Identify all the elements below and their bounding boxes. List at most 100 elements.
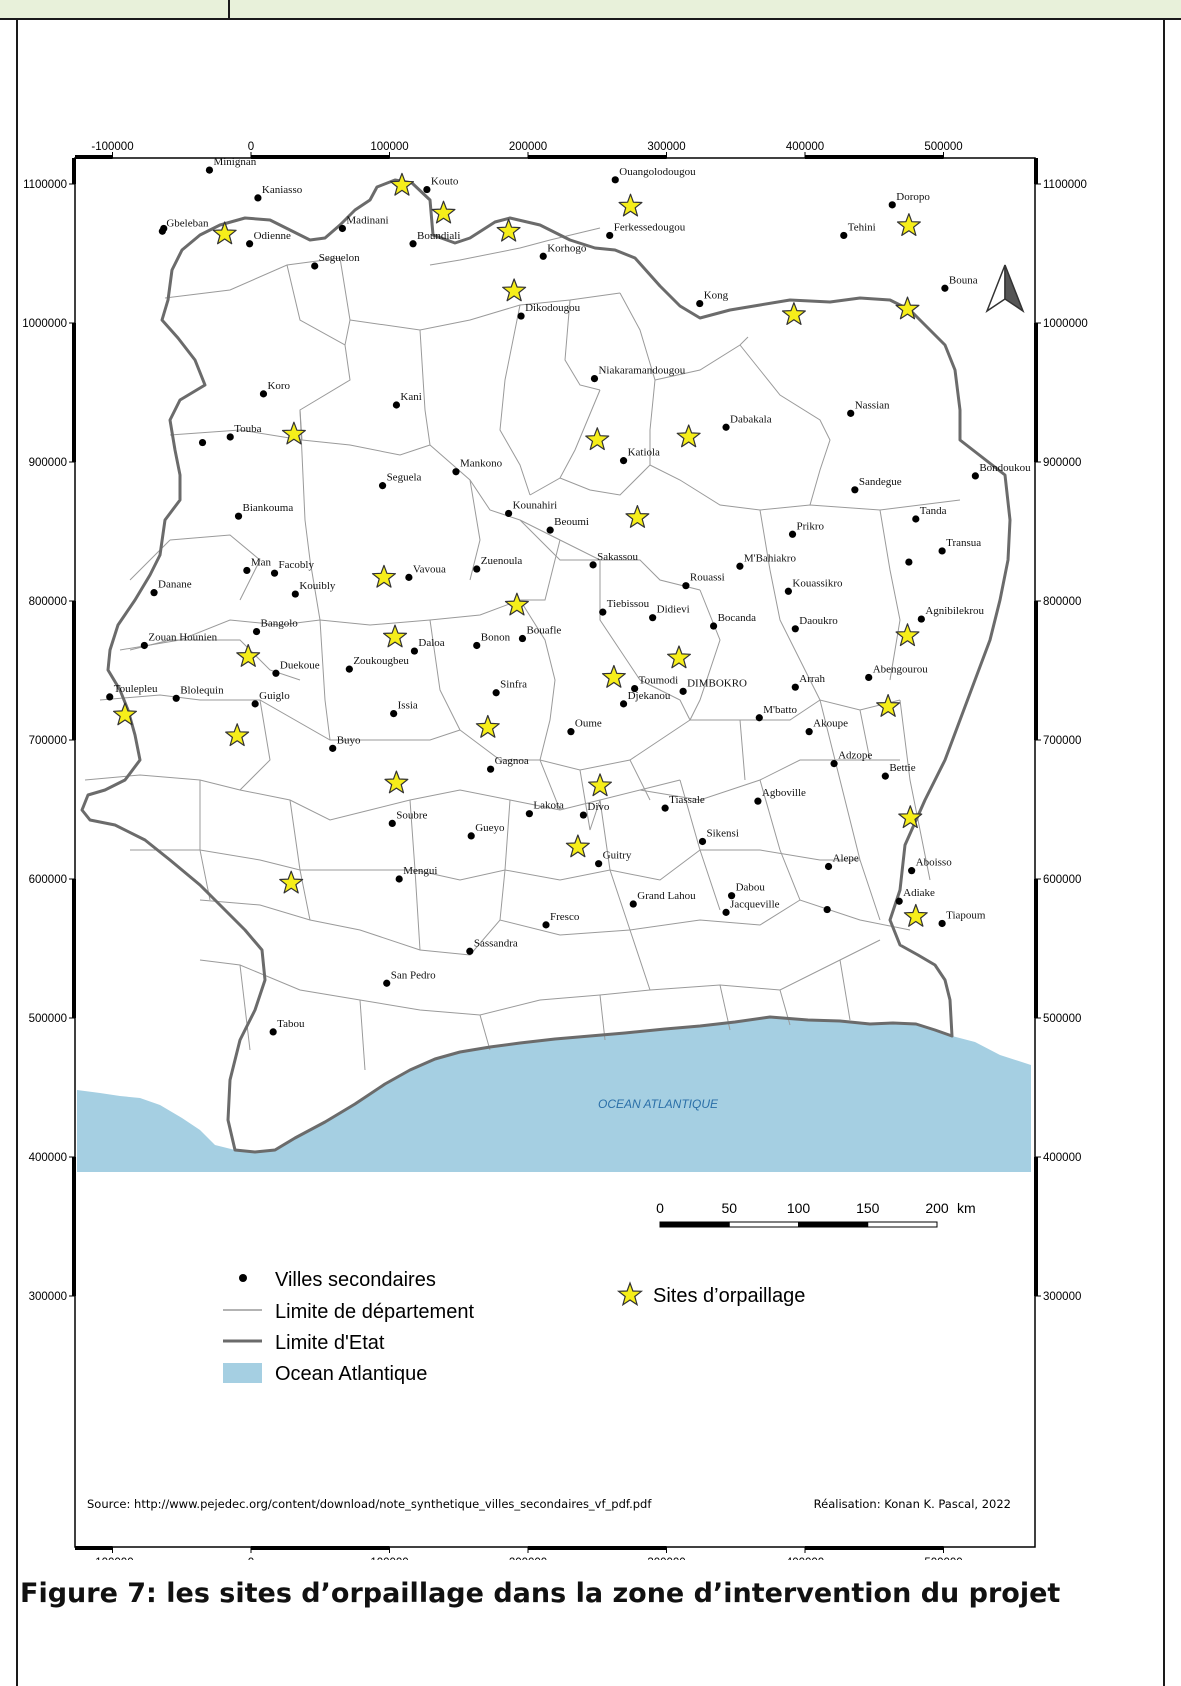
city-label: Sassandra: [474, 937, 518, 949]
frame-segment: [72, 601, 76, 740]
city-dot: [546, 526, 554, 534]
city-label: Alepe: [833, 852, 859, 864]
gold-site-star-icon: [565, 834, 590, 858]
gold-site-star-icon: [625, 505, 650, 528]
city-dot: [291, 590, 299, 598]
city-dot: [392, 401, 401, 409]
legend-ocean-swatch: [223, 1363, 262, 1383]
gold-site-star-icon: [676, 424, 701, 448]
city-label: Sakassou: [597, 551, 638, 563]
city-label: Tehini: [848, 221, 876, 233]
city-dot: [345, 665, 353, 673]
table-header-band: [0, 0, 1181, 20]
city-dot: [824, 862, 833, 871]
gold-site-star-icon: [502, 278, 527, 302]
city-dot: [252, 627, 261, 636]
gold-site-star-icon: [667, 645, 691, 669]
city-dot: [912, 515, 920, 523]
city-dot: [682, 582, 690, 590]
city-dot: [851, 486, 859, 494]
city-dot: [505, 509, 513, 518]
source-text: Source: http://www.pejedec.org/content/d…: [87, 1497, 652, 1511]
city-label: Adzope: [838, 750, 872, 762]
city-label: Tanda: [920, 505, 947, 517]
city-label: Katiola: [628, 447, 660, 459]
coord-label-right: 500000: [1043, 1013, 1081, 1025]
gold-site-star-icon: [390, 172, 414, 196]
city-label: Bouafle: [526, 625, 561, 637]
city-dot: [487, 765, 495, 773]
credit-text: Réalisation: Konan K. Pascal, 2022: [814, 1497, 1011, 1511]
city-label: Agnibilekrou: [925, 605, 984, 617]
city-label: Tengrela: [434, 85, 472, 97]
scale-label: 150: [856, 1200, 880, 1216]
gold-site-star-icon: [876, 694, 901, 717]
city-dot: [140, 641, 148, 650]
city-dot: [791, 683, 799, 691]
city-label: Bondoukou: [979, 462, 1031, 474]
city-dot: [908, 867, 916, 875]
city-dot: [205, 166, 214, 174]
city-label: Aboisso: [916, 857, 953, 869]
city-label: Mengui: [403, 865, 437, 877]
city-dot: [606, 231, 614, 240]
legend-star-icon: [616, 1281, 644, 1307]
city-dot: [611, 176, 619, 184]
city-label: Dabou: [736, 882, 766, 894]
gold-site-star-icon: [371, 564, 396, 588]
gold-site-star-icon: [431, 200, 456, 224]
city-label: Kouto: [431, 176, 459, 188]
ocean-label: OCEAN ATLANTIQUE: [598, 1097, 719, 1111]
city-dot: [270, 569, 279, 577]
city-dot: [405, 573, 413, 581]
city-dot: [106, 693, 114, 701]
city-label: Biankouma: [243, 502, 294, 514]
frame-ticks: [69, 152, 1041, 1553]
city-label: Zouan Hounien: [148, 631, 217, 643]
gold-site-star-icon: [588, 773, 612, 797]
legend-ocean: Ocean Atlantique: [275, 1363, 427, 1385]
map-frame: [74, 157, 1036, 1548]
coord-label-bottom: 200000: [509, 1557, 547, 1560]
city-label: Kani: [400, 391, 421, 403]
coord-label-left: 400000: [29, 1152, 67, 1164]
gold-site-star-icon: [781, 302, 806, 325]
city-dot: [631, 684, 639, 693]
city-dot: [226, 433, 234, 441]
city-label: Touba: [234, 423, 261, 435]
city-dot: [755, 714, 763, 722]
city-dot: [938, 919, 946, 928]
city-dot: [254, 194, 262, 202]
city-dot: [452, 468, 460, 476]
city-dot: [251, 700, 259, 708]
gold-site-star-icon: [113, 702, 137, 726]
coord-label-left: 1100000: [23, 179, 67, 191]
city-label: M'Bahiakro: [744, 552, 797, 564]
department-boundaries: [84, 227, 961, 1071]
scale-label: 50: [721, 1200, 737, 1216]
coord-label-top: 400000: [786, 141, 824, 153]
city-dot: [338, 224, 347, 233]
coord-label-right: 300000: [1043, 1291, 1081, 1303]
city-dot: [172, 694, 180, 702]
frame-segment: [528, 1546, 667, 1550]
city-label: Djekanou: [628, 690, 671, 702]
city-dot: [881, 772, 889, 780]
coord-label-left: 300000: [29, 1291, 67, 1303]
city-label: Kounahiri: [513, 499, 558, 511]
city-label: Issia: [398, 700, 418, 712]
coord-label-left: 600000: [29, 874, 67, 886]
city-label: Ferkessedougou: [614, 221, 686, 233]
gold-site-star-icon: [895, 296, 920, 320]
legend-villes: Villes secondaires: [275, 1269, 436, 1291]
city-dot: [905, 558, 913, 566]
city-dot: [823, 905, 831, 914]
city-dot: [525, 810, 533, 818]
city-label: Daoukro: [799, 615, 838, 627]
city-label: Gagnoa: [495, 755, 529, 767]
city-dot: [390, 709, 398, 718]
city-label: Madinani: [346, 214, 388, 226]
city-label: Fresco: [550, 911, 580, 923]
city-dot: [788, 530, 797, 538]
city-label: Daloa: [418, 637, 444, 649]
